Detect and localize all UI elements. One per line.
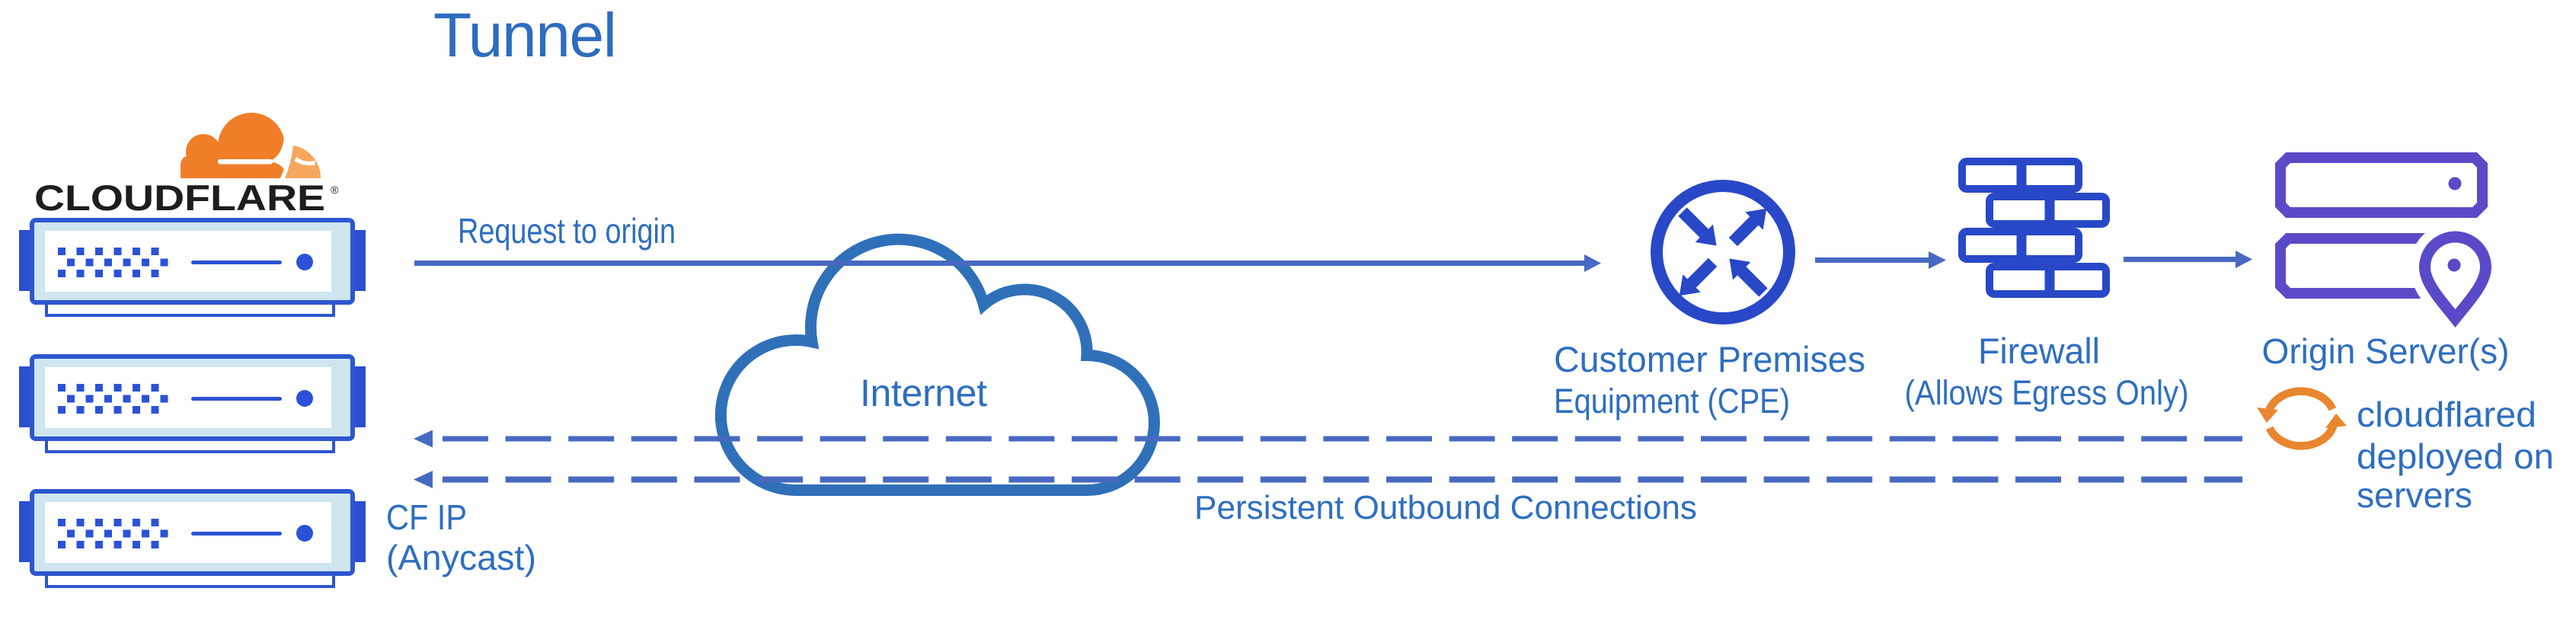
svg-text:Origin Server(s): Origin Server(s) (2262, 331, 2510, 371)
svg-text:deployed on: deployed on (2357, 436, 2554, 476)
svg-text:(Anycast): (Anycast) (386, 538, 536, 577)
svg-text:cloudflared: cloudflared (2357, 395, 2536, 434)
svg-text:Equipment (CPE): Equipment (CPE) (1554, 382, 1790, 420)
svg-text:(Allows Egress Only): (Allows Egress Only) (1905, 373, 2189, 412)
svg-text:Firewall: Firewall (1978, 331, 2100, 371)
svg-text:CLOUDFLARE: CLOUDFLARE (34, 177, 325, 218)
svg-text:CF IP: CF IP (386, 497, 467, 537)
svg-text:®: ® (331, 184, 339, 196)
svg-text:servers: servers (2357, 475, 2472, 515)
svg-text:Request to origin: Request to origin (458, 211, 676, 251)
svg-text:Customer Premises: Customer Premises (1554, 339, 1865, 379)
svg-text:Tunnel: Tunnel (433, 1, 617, 70)
svg-text:Persistent Outbound Connection: Persistent Outbound Connections (1194, 489, 1697, 526)
svg-text:Internet: Internet (860, 372, 987, 414)
